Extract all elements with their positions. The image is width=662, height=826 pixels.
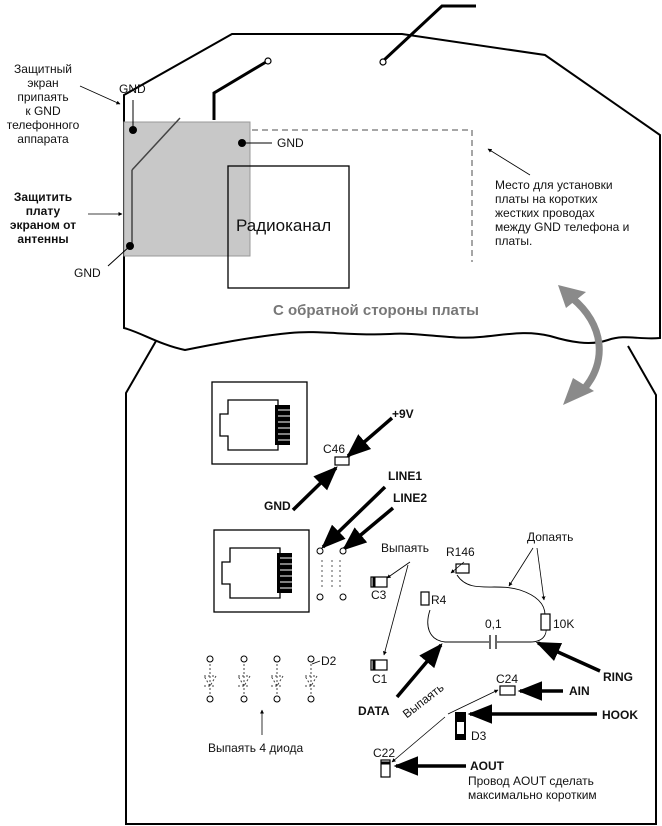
plus9v-label: +9V xyxy=(392,407,414,421)
c24-label: C24 xyxy=(496,672,519,686)
unsolder-label-top: Выпаять xyxy=(381,541,430,555)
protect-note: Защитить плату экраном от антенны xyxy=(9,190,77,246)
r4-label: R4 xyxy=(431,593,447,607)
radio-module-box xyxy=(227,165,350,289)
ring-arrow xyxy=(535,641,601,673)
ring-label: RING xyxy=(603,670,633,684)
r146-arrow xyxy=(450,561,465,574)
rj11-jack-icon-2 xyxy=(213,529,310,613)
d3-body xyxy=(457,722,464,734)
line-pads xyxy=(316,547,347,601)
solder-arrow-1 xyxy=(508,547,534,587)
ain-label: AIN xyxy=(569,684,590,698)
line1-arrow xyxy=(321,485,387,549)
shield-plate xyxy=(123,121,251,257)
c24-component xyxy=(499,685,516,696)
cap-value-label: 0,1 xyxy=(485,617,502,631)
r10k-component xyxy=(540,613,551,631)
data-label: DATA xyxy=(358,704,390,718)
c1-component xyxy=(370,659,388,671)
rj11-jack-icon xyxy=(211,381,308,465)
reverse-side-label: С обратной стороны платы xyxy=(273,302,479,319)
c3-label: C3 xyxy=(371,588,387,602)
top-board-outline xyxy=(123,33,661,352)
double-arrow-head-top xyxy=(558,285,586,308)
gnd-arrow xyxy=(291,466,338,512)
d2-label: D2 xyxy=(321,654,337,668)
c46-component xyxy=(334,456,350,466)
radio-module-label: Радиоканал xyxy=(236,216,332,235)
mount-note: Место для установки платы на коротких же… xyxy=(495,178,630,248)
line2-label: LINE2 xyxy=(393,491,428,505)
shield-note-arrow xyxy=(79,85,121,105)
data-arrow xyxy=(395,643,443,699)
line2-arrow xyxy=(342,506,395,551)
mount-area-dashed xyxy=(182,129,473,262)
line1-label: LINE1 xyxy=(388,469,423,483)
antenna-hole-top xyxy=(379,58,387,66)
hook-label: HOOK xyxy=(602,708,638,722)
gnd-label-top: GND xyxy=(119,82,146,96)
line-dotted-parts xyxy=(321,560,341,588)
gnd-label-right: GND xyxy=(277,136,304,150)
shield-wire xyxy=(131,117,181,171)
solder-on-label: Допаять xyxy=(527,530,574,544)
diode-row xyxy=(206,655,315,703)
solder-wire xyxy=(456,574,546,616)
antenna-wire-top xyxy=(381,4,476,63)
antenna-wire-left xyxy=(212,60,267,120)
d2-leader xyxy=(311,660,321,665)
c3-component xyxy=(370,576,388,588)
plus9v-arrow xyxy=(346,416,394,458)
mount-note-arrow xyxy=(487,148,531,176)
c22-component xyxy=(380,759,391,778)
aout-note: Провод AOUT сделать максимально коротким xyxy=(468,774,597,802)
shield-note: Защитный экран припаять к GND телефонног… xyxy=(6,62,80,146)
aout-label: AOUT xyxy=(470,759,504,773)
diodes-note: Выпаять 4 диода xyxy=(208,741,304,755)
bottom-board-outline xyxy=(125,340,657,825)
solder-arrow-2 xyxy=(536,547,546,601)
r4-component xyxy=(420,591,430,606)
double-arrow-head-bottom xyxy=(563,378,594,405)
unsolder-arrow-c1 xyxy=(382,564,409,656)
r10k-label: 10K xyxy=(553,617,575,631)
c22-label: C22 xyxy=(373,746,396,760)
gnd-leader-bottom xyxy=(107,245,131,267)
r146-component xyxy=(455,563,470,574)
c46-label: C46 xyxy=(323,442,346,456)
gnd-label: GND xyxy=(264,499,291,513)
d3-label: D3 xyxy=(471,729,487,743)
gnd-label-bottom: GND xyxy=(74,266,101,280)
double-headed-arrow-icon xyxy=(569,295,603,393)
unsolder-arrow-c3 xyxy=(386,561,411,579)
diode-symbols xyxy=(203,664,318,694)
c1-label: C1 xyxy=(372,672,388,686)
unsolder-arrow-c22 xyxy=(391,716,446,763)
antenna-hole-left xyxy=(264,57,272,65)
unsolder-arrow-c24 xyxy=(447,689,499,715)
r146-label: R146 xyxy=(446,545,475,559)
